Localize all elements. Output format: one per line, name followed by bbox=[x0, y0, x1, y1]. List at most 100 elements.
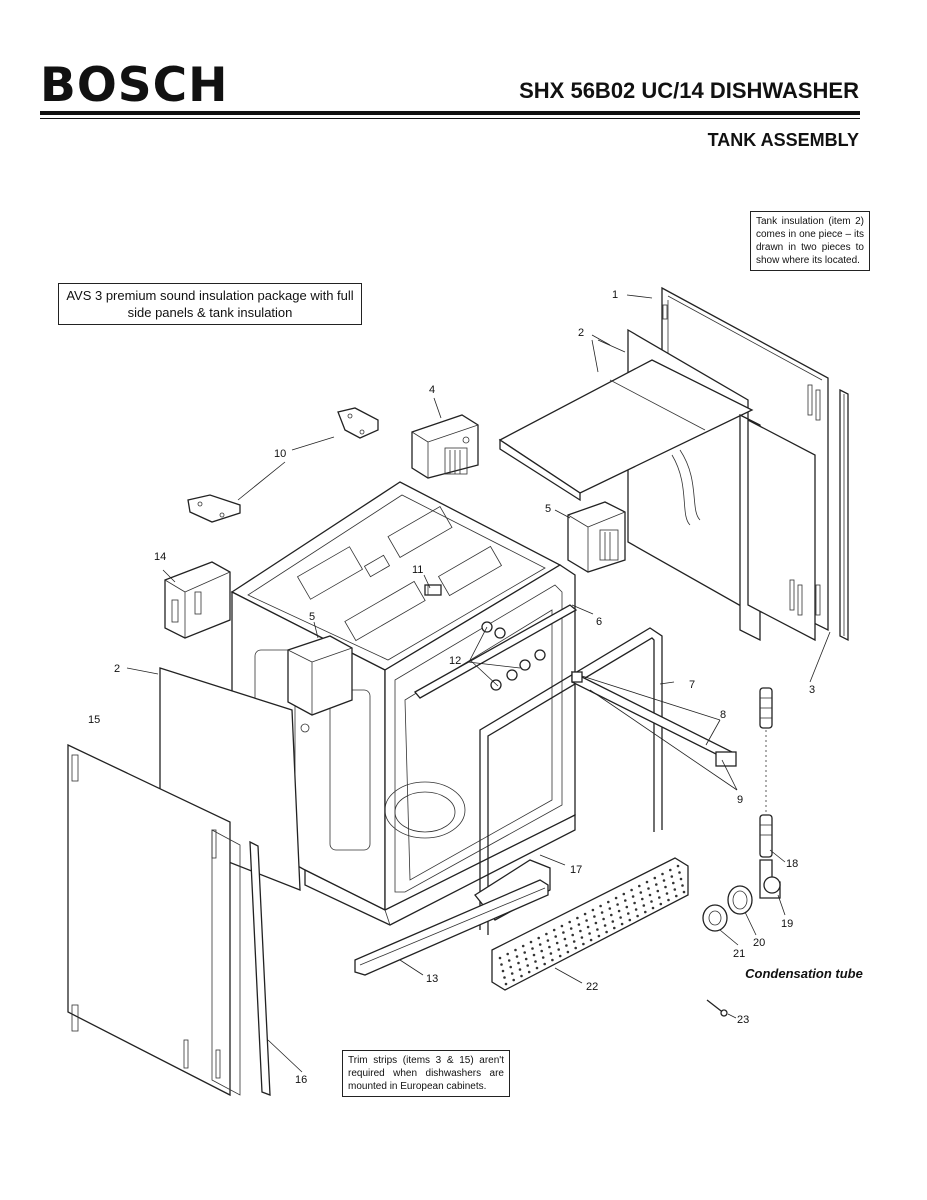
callout-13: 13 bbox=[426, 973, 438, 985]
texture-dot bbox=[614, 896, 618, 900]
callout-numbers: 1 2 2 3 4 5 5 6 7 8 9 10 11 12 13 14 15 … bbox=[88, 289, 815, 1086]
header-rule bbox=[40, 111, 860, 115]
texture-dot bbox=[563, 937, 567, 941]
part-5-bracket-upper bbox=[567, 501, 626, 573]
texture-dot bbox=[515, 955, 519, 958]
texture-dot bbox=[657, 896, 661, 899]
texture-dot bbox=[603, 924, 607, 927]
header-rule-thin bbox=[40, 118, 860, 119]
texture-dot bbox=[602, 917, 605, 921]
section-title: TANK ASSEMBLY bbox=[707, 130, 859, 150]
texture-dot bbox=[593, 915, 596, 918]
texture-dot bbox=[636, 914, 639, 918]
texture-dot bbox=[628, 918, 632, 922]
texture-dot bbox=[512, 978, 515, 982]
texture-dot bbox=[531, 947, 534, 950]
part-7-door-seal bbox=[479, 627, 663, 935]
callout-2-upper: 2 bbox=[578, 327, 584, 339]
texture-dot bbox=[653, 876, 657, 880]
texture-dot bbox=[569, 927, 573, 930]
texture-dot bbox=[498, 956, 502, 960]
part-11-clip bbox=[424, 584, 442, 596]
callout-7: 7 bbox=[689, 679, 695, 691]
texture-dot bbox=[562, 931, 565, 934]
texture-dot bbox=[534, 960, 537, 963]
part-8-9-rails bbox=[571, 670, 737, 767]
part-3-trim-strip bbox=[839, 388, 849, 642]
texture-dot bbox=[566, 950, 570, 954]
texture-dot bbox=[571, 933, 574, 937]
texture-dot bbox=[580, 936, 584, 939]
callout-10: 10 bbox=[274, 448, 286, 460]
callout-4: 4 bbox=[429, 384, 435, 396]
texture-dot bbox=[631, 895, 635, 898]
texture-dot bbox=[608, 907, 612, 910]
texture-dot bbox=[599, 904, 602, 908]
texture-dot bbox=[611, 920, 615, 923]
callout-22: 22 bbox=[586, 981, 598, 993]
texture-dot bbox=[640, 897, 644, 901]
part-21-cap bbox=[702, 904, 728, 932]
texture-dot bbox=[529, 940, 533, 944]
texture-dot bbox=[681, 884, 684, 887]
texture-dot bbox=[558, 954, 562, 958]
texture-dot bbox=[582, 942, 585, 946]
texture-dot bbox=[665, 892, 669, 895]
leader-lines bbox=[126, 294, 831, 1073]
callout-18: 18 bbox=[786, 858, 798, 870]
texture-dot bbox=[535, 966, 539, 970]
texture-dot bbox=[616, 903, 619, 906]
texture-dot bbox=[510, 972, 514, 975]
texture-dot bbox=[506, 952, 510, 956]
condensation-tube-label: Condensation tube bbox=[745, 966, 863, 981]
part-10-brackets bbox=[187, 407, 379, 523]
texture-dot bbox=[576, 916, 579, 920]
texture-dot bbox=[507, 959, 511, 962]
part-23-screw bbox=[706, 999, 728, 1017]
callout-19: 19 bbox=[781, 918, 793, 930]
texture-dot bbox=[509, 965, 513, 969]
texture-dot bbox=[557, 948, 560, 951]
callout-15: 15 bbox=[88, 714, 100, 726]
texture-dot bbox=[637, 884, 641, 888]
texture-dot bbox=[634, 908, 638, 911]
texture-dot bbox=[606, 900, 610, 904]
texture-dot bbox=[541, 956, 545, 959]
texture-dot bbox=[643, 910, 647, 914]
callout-3: 3 bbox=[809, 684, 815, 696]
texture-dot bbox=[671, 881, 675, 885]
texture-dot bbox=[523, 951, 526, 954]
texture-dot bbox=[524, 957, 528, 961]
texture-dot bbox=[620, 922, 624, 926]
texture-dot bbox=[626, 912, 630, 915]
texture-dot bbox=[545, 932, 548, 936]
callout-21: 21 bbox=[733, 948, 745, 960]
texture-dot bbox=[517, 961, 520, 965]
trim-strips-note: Trim strips (items 3 & 15) aren't requir… bbox=[342, 1050, 510, 1097]
texture-dot bbox=[538, 943, 542, 946]
texture-dot bbox=[670, 875, 674, 878]
texture-dot bbox=[648, 893, 652, 897]
texture-dot bbox=[594, 921, 598, 925]
texture-dot bbox=[639, 891, 643, 894]
part-5-bracket-lower bbox=[287, 635, 353, 733]
texture-dot bbox=[591, 908, 595, 912]
part-6-frame-strip bbox=[414, 604, 578, 699]
texture-dot bbox=[565, 944, 568, 947]
texture-dot bbox=[548, 945, 551, 949]
texture-dot bbox=[597, 934, 601, 938]
texture-dot bbox=[600, 911, 604, 914]
texture-dot bbox=[654, 883, 658, 886]
part-13-bottom-rail bbox=[354, 879, 549, 976]
texture-dot bbox=[540, 949, 543, 953]
callout-8: 8 bbox=[720, 709, 726, 721]
texture-dot bbox=[682, 890, 686, 894]
texture-dot bbox=[554, 935, 557, 938]
texture-dot bbox=[650, 900, 653, 903]
texture-dot bbox=[555, 941, 559, 945]
texture-dot bbox=[651, 906, 655, 910]
texture-dot bbox=[668, 868, 672, 872]
callout-17: 17 bbox=[570, 864, 582, 876]
part-22-insulation-strip bbox=[491, 857, 689, 991]
